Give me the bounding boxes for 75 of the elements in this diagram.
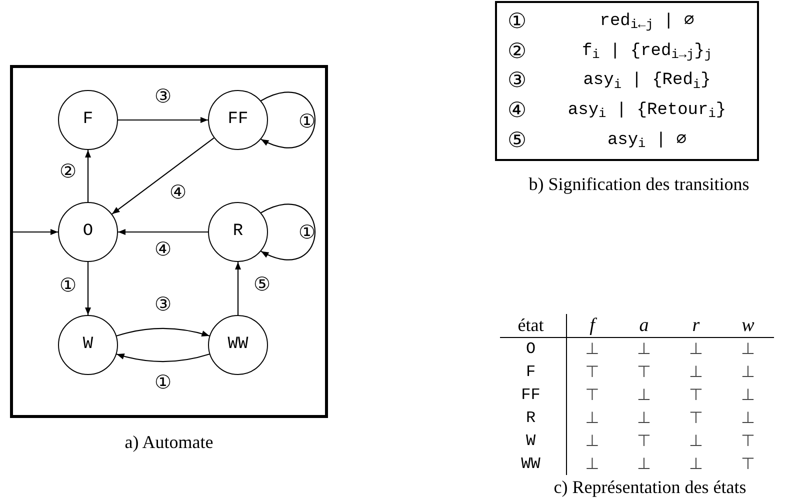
truth-value: ⊥ [637,408,651,426]
self-loop-arrow [260,204,316,260]
column-header: état [518,315,544,336]
state-name: R [526,408,536,426]
edge-label: ① [154,374,172,392]
truth-value: ⊥ [689,338,703,358]
transition-meaning: red$_{i←j}$ | ∅ [598,13,696,30]
truth-value: ⊥ [741,408,755,426]
truth-value: ⊥ [585,408,600,426]
transition-meaning: f$_{i}$ | {red$_{i→j}$}$_{j}$ [580,42,714,60]
edge-label: ② [59,162,77,182]
arrow [112,138,214,214]
transition-meaning: asy$_{i}$ | {Retour$_{i}$} [566,102,728,120]
column-header: w [742,314,754,336]
truth-value: ⊥ [637,384,651,404]
transition-number: ④ [506,100,528,122]
truth-value: ⊤ [741,454,755,472]
edge-label: ① [59,276,77,296]
arrow [116,353,210,362]
edge-label: ③ [154,88,172,106]
arrow [118,228,208,236]
truth-value: ⊤ [689,384,703,404]
truth-value: ⊥ [741,362,755,380]
state-name: O [82,221,94,244]
state-name: O [526,340,536,358]
state-name: R [232,221,244,244]
transition-number: ⑤ [506,130,528,151]
column-header: a [639,314,649,336]
state-name: FF [228,109,248,132]
arrow [10,228,58,236]
truth-value: ⊥ [637,454,651,472]
panel-label: a) Automate [124,431,214,454]
truth-value: ⊥ [585,338,600,358]
truth-value: ⊥ [741,338,755,358]
truth-value: ⊥ [689,362,703,380]
truth-value: ⊥ [741,384,755,404]
truth-value: ⊤ [637,362,651,380]
caption: c) Représentation des états [552,476,748,499]
truth-value: ⊤ [741,430,755,450]
transition-number: ① [506,11,528,32]
truth-value: ⊥ [689,454,703,472]
caption: b) Signification des transitions [528,173,750,196]
state-name: F [82,109,94,132]
edge-label: ③ [154,296,172,314]
arrow [84,150,92,202]
truth-value: ⊥ [689,430,703,450]
arrow [116,328,210,337]
state-name: F [526,362,536,380]
edge-label: ① [298,224,316,242]
state-name: W [526,432,536,450]
edge-label: ① [298,112,316,132]
truth-value: ⊥ [585,430,600,450]
transition-meaning: asy$_{i}$ | ∅ [606,132,688,149]
state-name: W [82,334,94,356]
edge-label: ⑤ [253,276,271,294]
edge-label: ④ [169,184,187,202]
arrow [84,262,92,315]
state-name: FF [521,386,540,404]
transition-number: ③ [506,70,528,92]
column-header: r [692,314,700,336]
state-name: WW [228,334,248,356]
state-name: WW [521,454,540,472]
transition-number: ② [506,40,528,62]
truth-value: ⊤ [637,430,651,450]
truth-value: ⊤ [585,384,600,404]
truth-value: ⊤ [585,362,600,380]
self-loop-arrow [260,92,316,148]
edge-label: ④ [154,240,172,260]
arrow [118,116,208,124]
truth-value: ⊤ [689,408,703,426]
column-header: f [590,314,595,336]
transition-meaning: asy$_{i}$ | {Red$_{i}$} [582,72,712,90]
truth-value: ⊥ [637,338,651,358]
truth-value: ⊥ [585,454,600,472]
arrow [234,262,242,315]
